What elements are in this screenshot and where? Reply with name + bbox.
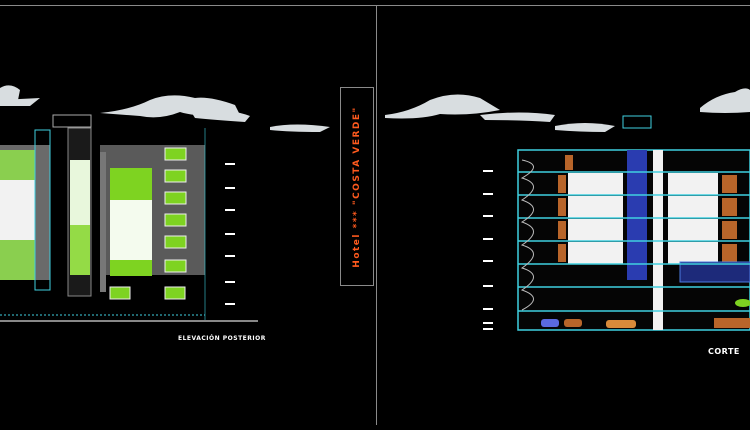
sheet-divider — [376, 5, 377, 425]
elevation-level-markers — [225, 163, 235, 305]
cloud-mid-2 — [190, 109, 250, 122]
cloud-right-3 — [555, 123, 615, 132]
cloud-mid-3 — [270, 124, 330, 132]
hotel-title: Hotel *** "COSTA VERDE" — [352, 105, 362, 268]
cloud-right-2 — [480, 112, 555, 122]
cloud-left-2 — [0, 98, 40, 106]
view-label-section: CORTE — [708, 347, 740, 356]
tree-icon — [735, 299, 750, 307]
parked-cars — [541, 318, 750, 328]
elevation-building — [0, 114, 258, 322]
cloud-shapes — [0, 85, 750, 132]
cloud-right-1 — [385, 94, 500, 119]
cloud-right-4 — [700, 88, 750, 113]
view-label-elevation: ELEVACIÓN POSTERIOR — [178, 335, 266, 342]
cloud-left — [0, 85, 20, 102]
spiral-stair — [520, 159, 534, 311]
sheet-frame-top — [0, 5, 750, 421]
title-block: Hotel *** "COSTA VERDE" — [340, 87, 374, 286]
section-level-markers — [483, 170, 493, 330]
section-building — [517, 115, 750, 331]
